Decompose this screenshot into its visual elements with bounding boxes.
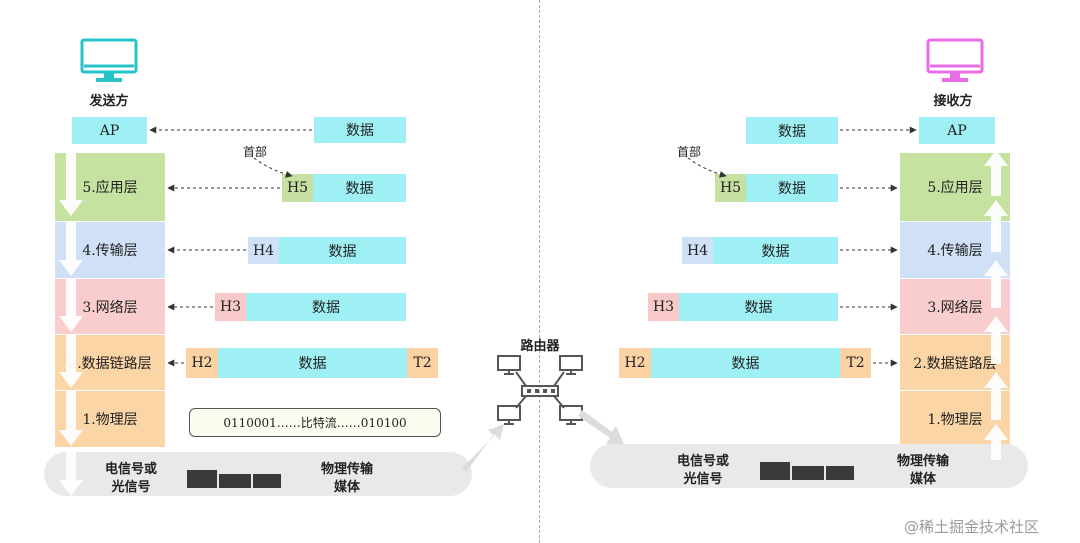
receiver-signal-block-1 bbox=[760, 462, 790, 480]
sender-t2: T2 bbox=[407, 348, 438, 378]
receiver-l5-data: 数据 bbox=[746, 174, 838, 202]
receiver-signal-line1: 电信号或 bbox=[676, 454, 729, 469]
receiver-t2: T2 bbox=[840, 348, 871, 378]
receiver-signal-line2: 光信号 bbox=[683, 472, 723, 487]
receiver-l2-data: 数据 bbox=[651, 348, 840, 378]
receiver-monitor-icon bbox=[926, 38, 984, 82]
receiver-media-line2: 媒体 bbox=[909, 472, 936, 487]
sender-h5: H5 bbox=[282, 174, 313, 202]
sender-h3: H3 bbox=[215, 293, 246, 321]
receiver-l4-data: 数据 bbox=[713, 237, 838, 264]
sender-bitstream: 0110001……比特流……010100 bbox=[189, 408, 441, 437]
sender-media-line2: 媒体 bbox=[333, 480, 360, 495]
receiver-signal-block-3 bbox=[826, 466, 854, 480]
center-divider bbox=[539, 0, 540, 543]
receiver-title: 接收方 bbox=[933, 94, 973, 109]
receiver-h2: H2 bbox=[619, 348, 651, 378]
sender-signal-block-3 bbox=[253, 474, 281, 488]
receiver-signal-block-2 bbox=[792, 466, 824, 480]
sender-ap: AP bbox=[72, 117, 147, 144]
router-icon bbox=[497, 355, 583, 425]
sender-l4-data: 数据 bbox=[279, 237, 406, 264]
sender-h4: H4 bbox=[248, 237, 279, 264]
sender-header-label: 首部 bbox=[242, 145, 267, 159]
sender-l3-data: 数据 bbox=[246, 293, 406, 321]
receiver-media-line1: 物理传输 bbox=[896, 454, 949, 469]
receiver-ap-data: 数据 bbox=[746, 117, 838, 144]
sender-ap-data: 数据 bbox=[314, 117, 406, 143]
receiver-header-label: 首部 bbox=[676, 145, 701, 159]
receiver-ap: AP bbox=[919, 117, 995, 144]
sender-signal-block-2 bbox=[219, 474, 251, 488]
sender-signal-block-1 bbox=[187, 470, 217, 488]
receiver-h3: H3 bbox=[648, 293, 679, 321]
sender-media-line1: 物理传输 bbox=[320, 462, 373, 477]
receiver-h5: H5 bbox=[715, 174, 746, 202]
receiver-h4: H4 bbox=[682, 237, 713, 264]
sender-l2-data: 数据 bbox=[218, 348, 407, 378]
sender-signal-line1: 电信号或 bbox=[104, 462, 157, 477]
receiver-l3-data: 数据 bbox=[679, 293, 838, 321]
router-label: 路由器 bbox=[520, 339, 560, 354]
sender-signal-line2: 光信号 bbox=[111, 480, 151, 495]
sender-l5-data: 数据 bbox=[313, 174, 406, 202]
watermark: @稀土掘金技术社区 bbox=[904, 518, 1040, 536]
sender-monitor-icon bbox=[80, 38, 138, 82]
receiver-up-arrows bbox=[984, 150, 1008, 460]
sender-h2: H2 bbox=[186, 348, 218, 378]
sender-title: 发送方 bbox=[89, 94, 129, 109]
sender-down-arrows bbox=[59, 150, 83, 496]
